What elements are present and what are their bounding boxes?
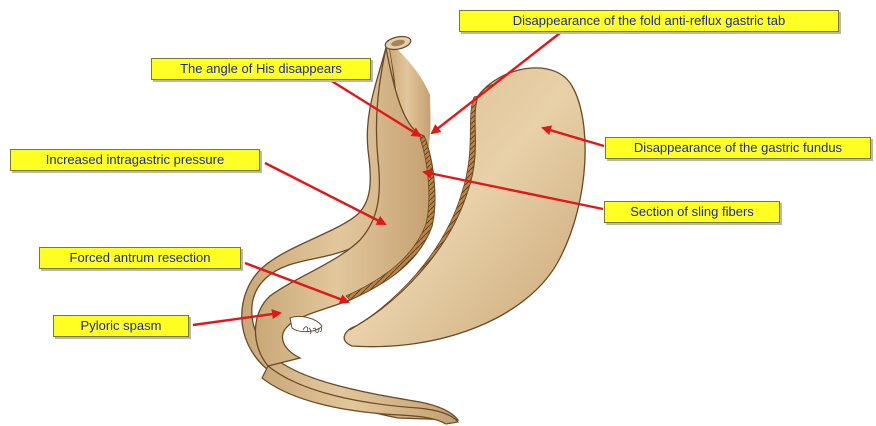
arrow-pressure: [265, 163, 385, 224]
label-angle-his: The angle of His disappears: [151, 58, 371, 80]
label-antrum: Forced antrum resection: [39, 247, 241, 269]
label-pressure: Increased intragastric pressure: [10, 149, 260, 171]
label-fold-tab: Disappearance of the fold anti-reflux ga…: [459, 10, 839, 32]
label-sling: Section of sling fibers: [604, 201, 780, 223]
label-pyloric: Pyloric spasm: [53, 315, 189, 337]
label-fundus: Disappearance of the gastric fundus: [605, 137, 871, 159]
